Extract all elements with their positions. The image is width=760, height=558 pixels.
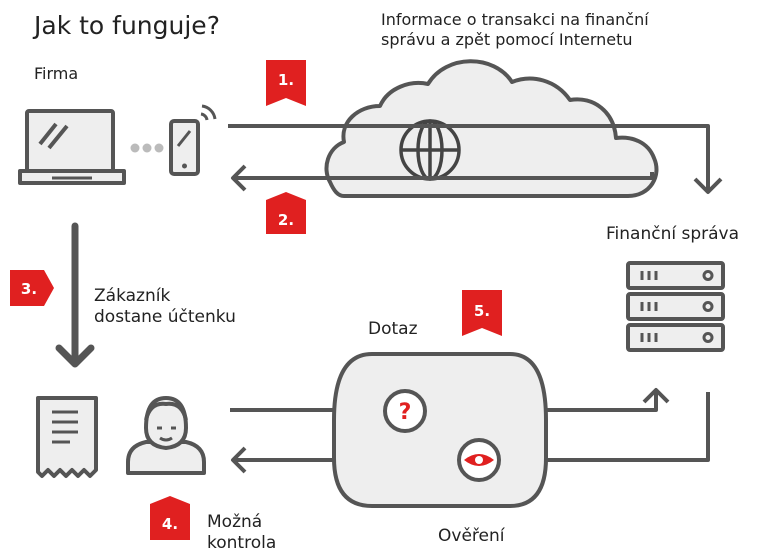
arrow-query-to-server (230, 388, 670, 412)
receipt-icon (36, 396, 98, 478)
page-title: Jak to funguje? (34, 11, 220, 40)
eye-icon (457, 438, 501, 482)
info-text-line1: Informace o transakci na finanční (381, 10, 649, 29)
step-badge-2-label: 2. (278, 211, 294, 229)
customer-receipt-line1: Zákazník (94, 286, 171, 306)
info-text-line2: správu a zpět pomocí Internetu (381, 30, 633, 49)
verification-box (332, 352, 548, 508)
arrow-to-receipt (55, 222, 95, 368)
tax-office-label: Finanční správa (606, 224, 740, 244)
arrow-check-to-person (231, 392, 710, 474)
step-badge-3: 3. (10, 270, 54, 306)
info-text: Informace o transakci na finanční správu… (381, 10, 649, 50)
possible-check-line2: kontrola (207, 533, 277, 554)
question-mark: ? (399, 400, 412, 425)
firm-label: Firma (34, 64, 79, 83)
step-badge-1: 1. (266, 60, 306, 106)
question-icon: ? (383, 389, 427, 433)
customer-receipt-line2: dostane účtenku (94, 307, 236, 328)
step-badge-2: 2. (266, 192, 306, 234)
connection-dots-icon (130, 143, 164, 153)
step-badge-5-label: 5. (474, 302, 490, 320)
arrow-back-to-firm (231, 164, 654, 192)
possible-check-label: Možná kontrola (207, 512, 276, 555)
customer-receipt-label: Zákazník dostane účtenku (94, 286, 236, 329)
laptop-icon (18, 109, 126, 185)
step-badge-3-label: 3. (21, 280, 37, 298)
possible-check-line1: Možná (207, 512, 263, 532)
query-label: Dotaz (368, 319, 418, 339)
server-icon (626, 261, 725, 352)
step-badge-4-label: 4. (162, 515, 178, 533)
arrow-to-tax-office (228, 124, 723, 194)
customer-icon (126, 396, 206, 475)
phone-icon (169, 104, 217, 176)
cloud-icon (324, 59, 659, 198)
verification-label: Ověření (438, 526, 505, 546)
step-badge-1-label: 1. (278, 71, 294, 89)
step-badge-5: 5. (462, 290, 502, 336)
globe-icon (399, 119, 461, 181)
step-badge-4: 4. (150, 496, 190, 540)
